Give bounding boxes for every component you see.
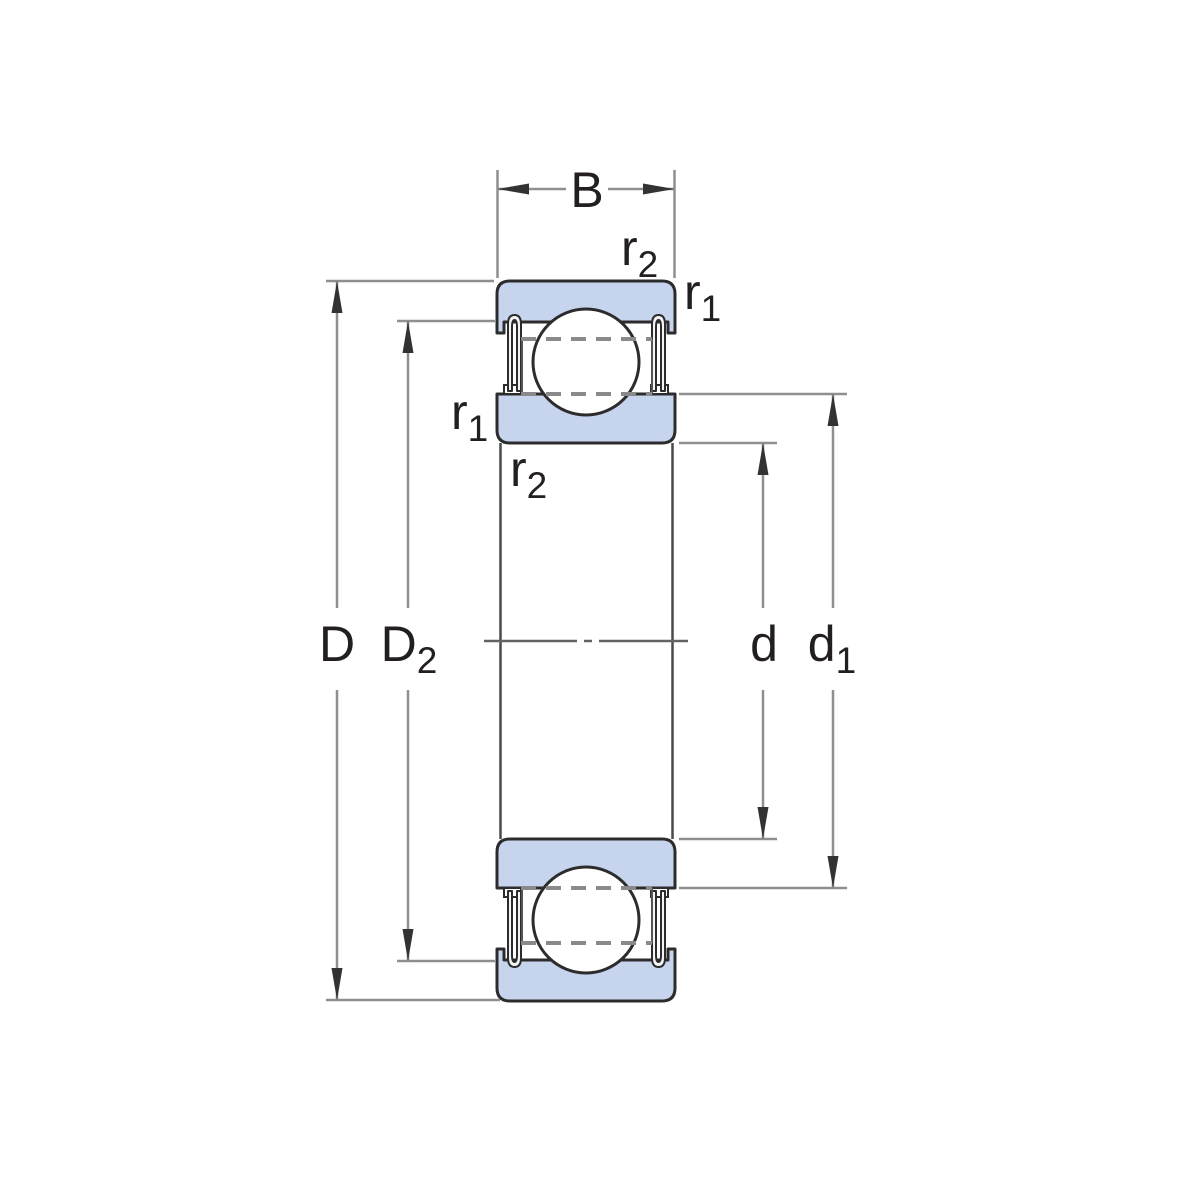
outer-ring-top	[495, 279, 677, 335]
label-r1-outer-main: r	[684, 264, 701, 320]
arrowhead-D-top	[331, 281, 343, 313]
label-r2-inner-subscript: 2	[527, 465, 548, 506]
label-r1-inner-subscript: 1	[468, 408, 489, 449]
dimension-d: d	[679, 441, 778, 841]
label-r2-inner: r2	[510, 441, 547, 506]
arrowhead-d-bottom	[757, 807, 769, 839]
bearing-top-section	[495, 279, 677, 445]
label-r1-inner-main: r	[451, 384, 468, 440]
inner-ring-top	[495, 392, 677, 445]
arrowhead-D2-top	[402, 321, 414, 353]
ball-bottom	[531, 865, 641, 975]
label-r2-inner-main: r	[510, 441, 527, 497]
label-D: D	[319, 616, 355, 672]
shield-left-top	[507, 314, 522, 392]
label-r1-outer: r1	[684, 264, 721, 329]
shield-left-bottom	[507, 890, 522, 968]
label-d1: d1	[808, 616, 856, 681]
arrowhead-D2-bottom	[402, 929, 414, 961]
dimension-d1: d1	[679, 392, 856, 890]
label-D2-subscript: 2	[417, 640, 438, 681]
label-r2-outer-subscript: 2	[638, 244, 659, 285]
label-r2-outer-main: r	[621, 220, 638, 276]
shield-right-bottom	[651, 890, 666, 968]
arrowhead-B-left	[497, 183, 529, 195]
label-B: B	[570, 162, 603, 218]
ball-top	[531, 307, 641, 417]
outer-ring-bottom	[495, 947, 677, 1003]
shield-right-top	[651, 314, 666, 392]
arrowhead-B-right	[643, 183, 675, 195]
inner-ring-bottom	[495, 837, 677, 890]
label-D2-main: D	[381, 616, 417, 672]
arrowhead-D-bottom	[331, 968, 343, 1000]
arrowhead-d1-bottom	[827, 856, 839, 888]
label-r2-outer: r2	[621, 220, 658, 285]
label-d1-main: d	[808, 616, 836, 672]
bearing-bottom-section	[495, 837, 677, 1003]
label-d1-subscript: 1	[836, 640, 857, 681]
dimension-D: D	[319, 279, 500, 1002]
arrowhead-d1-top	[827, 394, 839, 426]
label-r1-outer-subscript: 1	[701, 288, 722, 329]
dimension-B: B	[496, 162, 676, 278]
arrowhead-d-top	[757, 443, 769, 475]
label-r1-inner: r1	[451, 384, 488, 449]
dimension-D2: D2	[381, 319, 495, 963]
label-D2: D2	[381, 616, 438, 681]
label-d: d	[750, 616, 778, 672]
